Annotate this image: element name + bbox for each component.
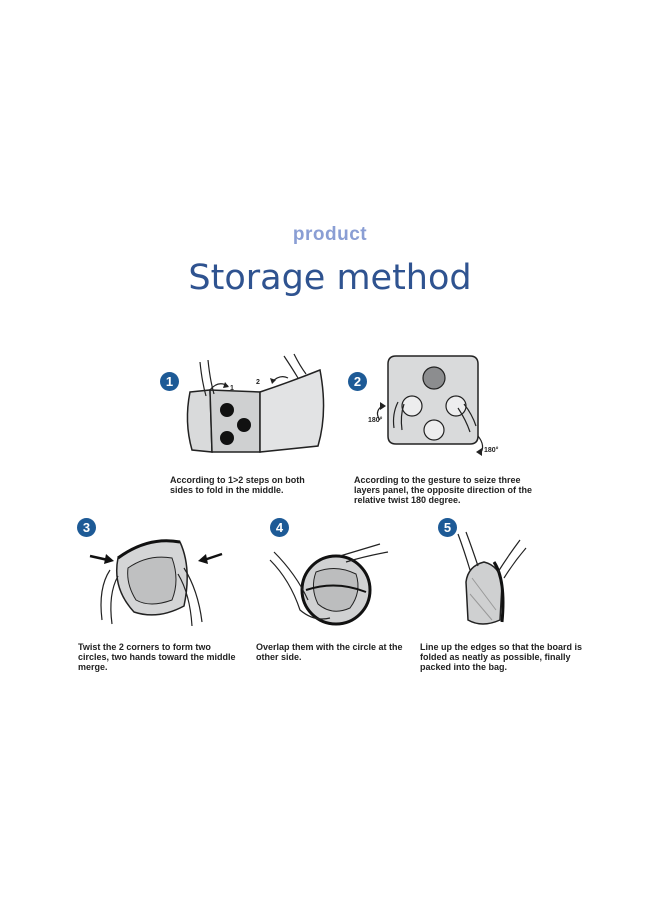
step-1-label-2: 2 <box>256 379 260 386</box>
step-3-illustration <box>89 539 223 627</box>
step-2-illustration: 180° 180° <box>368 355 499 456</box>
page-title: Storage method <box>188 258 472 298</box>
step-1-badge: 1 <box>160 372 179 391</box>
hole-1 <box>220 403 234 417</box>
step-1-illustration: 1 2 <box>186 353 325 453</box>
step-5-badge: 5 <box>438 518 457 537</box>
step-2-badge: 2 <box>348 372 367 391</box>
step-4-badge: 4 <box>270 518 289 537</box>
step-2-label-left: 180° <box>368 416 383 424</box>
step-2-caption: According to the gesture to seize three … <box>354 475 533 505</box>
step-1-caption: According to 1>2 steps on both sides to … <box>170 475 305 495</box>
step-3-badge: 3 <box>77 518 96 537</box>
step-5-caption: Line up the edges so that the board is f… <box>420 642 583 672</box>
step-4-caption: Overlap them with the circle at the othe… <box>256 642 403 662</box>
step-4-illustration <box>269 543 389 626</box>
step-5-illustration <box>457 531 527 625</box>
step-1-label-1: 1 <box>230 385 234 392</box>
page-subtitle: product <box>292 224 368 245</box>
hole-3 <box>220 431 234 445</box>
step-2-label-right: 180° <box>484 446 499 454</box>
step-3-caption: Twist the 2 corners to form two circles,… <box>78 642 236 672</box>
hole-2 <box>237 418 251 432</box>
